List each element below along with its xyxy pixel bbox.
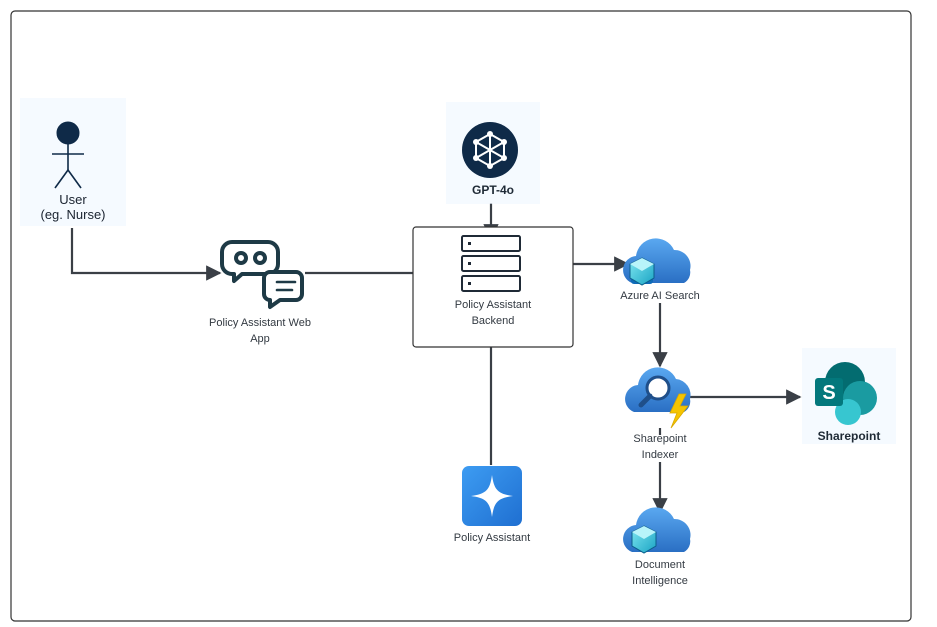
doc-intel-label-line2: Intelligence: [632, 575, 688, 587]
backend-label: Policy Assistant Backend: [413, 297, 573, 329]
sharepoint-logo-icon: S: [815, 362, 877, 425]
web-app-label-line1: Policy Assistant Web: [209, 317, 311, 329]
web-app-label-line2: App: [250, 333, 270, 345]
user-icon: [52, 121, 84, 189]
sharepoint-node: S: [802, 348, 896, 444]
user-label-line1: User: [59, 192, 87, 207]
indexer-label-line1: Sharepoint: [633, 433, 687, 445]
indexer-label: Sharepoint Indexer: [610, 431, 710, 463]
user-label: User (eg. Nurse): [20, 192, 126, 222]
web-app-icon: [220, 240, 304, 309]
backend-label-line2: Backend: [471, 315, 515, 327]
ai-search-icon: [623, 238, 691, 286]
doc-intel-label-line1: Document: [634, 559, 686, 571]
indexer-label-line2: Indexer: [641, 449, 679, 461]
policy-assistant-label: Policy Assistant: [453, 532, 531, 544]
policy-assistant-icon: [462, 466, 522, 526]
backend-node: [412, 226, 574, 348]
backend-label-line1: Policy Assistant: [454, 299, 532, 311]
gpt-node: [446, 102, 540, 204]
server-icon: [461, 235, 521, 292]
svg-text:S: S: [822, 382, 835, 404]
lightning-icon: [669, 393, 689, 429]
web-app-label: Policy Assistant Web App: [190, 315, 330, 347]
gpt-label: GPT-4o: [471, 183, 514, 197]
doc-intel-label: Document Intelligence: [610, 557, 710, 589]
user-node: [20, 98, 126, 226]
connector-user-webapp: [70, 228, 222, 281]
user-label-line2: (eg. Nurse): [40, 207, 106, 222]
doc-intel-icon: [623, 507, 691, 554]
sharepoint-label: Sharepoint: [817, 429, 881, 443]
indexer-icon: [625, 367, 691, 429]
openai-network-icon: [462, 122, 518, 178]
ai-search-label: Azure AI Search: [620, 290, 700, 302]
